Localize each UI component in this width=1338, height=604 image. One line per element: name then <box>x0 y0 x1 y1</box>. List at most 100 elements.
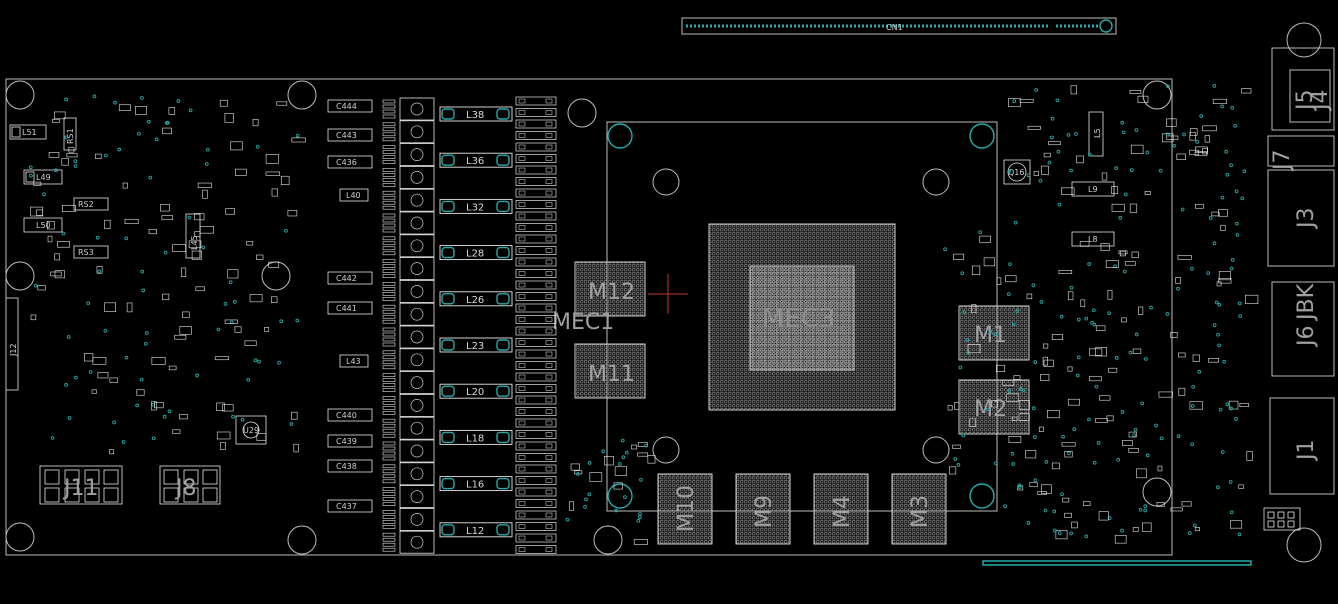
smd-part <box>1043 359 1054 368</box>
vrm-capacitor-c440: C440 <box>327 408 373 422</box>
vrm-resistor <box>515 119 557 129</box>
via <box>1176 286 1180 291</box>
smd-part <box>96 266 103 274</box>
smd-part <box>1026 293 1033 300</box>
smd-part <box>280 175 290 185</box>
smd-part <box>979 235 991 243</box>
smd-part <box>92 357 107 365</box>
via <box>257 359 261 364</box>
smd-part <box>1037 491 1047 495</box>
smd-part <box>1038 426 1044 432</box>
via <box>73 159 78 163</box>
via <box>295 318 300 323</box>
via <box>284 228 288 233</box>
smd-part <box>95 153 102 159</box>
via <box>988 329 993 334</box>
via <box>1021 388 1026 393</box>
via <box>1134 332 1139 337</box>
smd-part <box>97 372 109 379</box>
smd-part <box>1218 277 1232 284</box>
vrm-resistor <box>515 257 557 267</box>
via <box>1096 441 1101 445</box>
via <box>1237 301 1242 306</box>
vrm-resistor-column <box>515 96 557 554</box>
via <box>621 455 626 460</box>
via <box>1225 402 1230 407</box>
smd-part <box>1129 203 1138 213</box>
gpu-label: MEC3 <box>762 304 836 334</box>
smd-part <box>1176 153 1186 160</box>
smd-part <box>1008 98 1021 108</box>
smd-part <box>971 265 981 275</box>
smd-part <box>1042 356 1049 366</box>
smd-part <box>84 353 94 362</box>
smd-part <box>57 241 70 248</box>
vrm-inductor-label: L26 <box>466 295 484 306</box>
via <box>962 310 967 315</box>
io-connector-j3-label: J3 <box>1294 208 1319 231</box>
power-connector-j8-label: J8 <box>174 476 197 501</box>
via <box>137 131 141 136</box>
memory-chip-m12: M12 <box>574 261 646 317</box>
vrm-mosfet <box>382 416 435 440</box>
via <box>1212 84 1217 88</box>
vrm-inductor-l38: L38 <box>439 106 513 122</box>
smd-part <box>52 118 60 123</box>
via <box>228 280 233 285</box>
vrm-capacitor-label: C440 <box>336 411 357 420</box>
smd-part <box>216 431 231 440</box>
memory-chip-m12-label: M12 <box>588 280 635 305</box>
vrm-resistor <box>515 108 557 117</box>
via <box>1190 442 1194 447</box>
via <box>1118 216 1123 220</box>
smd-part <box>50 271 62 277</box>
smd-part <box>1241 88 1252 94</box>
via <box>64 97 68 102</box>
smd-part <box>1137 95 1149 103</box>
via <box>1217 302 1222 307</box>
smd-part <box>1195 203 1204 209</box>
smd-part <box>996 277 1002 285</box>
gpu-frame-standoffs <box>652 168 950 464</box>
via <box>1008 262 1012 267</box>
smd-part <box>1158 391 1173 398</box>
smd-part <box>637 452 649 457</box>
vrm-mosfet <box>382 507 435 531</box>
vrm-capacitor-c439: C439 <box>327 434 373 448</box>
via <box>1120 120 1125 125</box>
power-connector-j8: J8 <box>159 465 221 505</box>
smd-part <box>1062 497 1070 503</box>
via <box>1180 207 1185 212</box>
io-connector-j6-label: J6 <box>1294 326 1319 349</box>
via <box>1230 257 1235 262</box>
vrm-resistor <box>515 395 557 405</box>
via <box>1050 135 1054 140</box>
via <box>1113 264 1117 269</box>
smd-part <box>220 442 226 450</box>
vrm-inductor-l36: L36 <box>439 152 513 168</box>
vrm-inductor-label: L32 <box>466 202 484 213</box>
vrm-capacitor-c437: C437 <box>327 499 373 513</box>
vrm-mosfet <box>382 188 435 212</box>
via <box>1011 322 1016 327</box>
via <box>1050 116 1055 121</box>
memory-chip-m1-label: M1 <box>974 323 1007 348</box>
smd-part <box>1166 118 1177 127</box>
memory-chip-m11-label: M11 <box>588 362 635 387</box>
smd-part <box>1095 347 1107 357</box>
vrm-capacitor-label: C444 <box>336 102 357 111</box>
smd-part <box>168 365 177 371</box>
smd-part <box>219 99 228 107</box>
smd-part <box>162 293 170 301</box>
smd-part <box>271 296 278 303</box>
smd-part <box>1142 522 1152 532</box>
smd-part <box>1106 415 1114 422</box>
vrm-inductor-label: L12 <box>466 526 484 537</box>
vrm-resistor <box>515 200 557 209</box>
smd-part <box>136 389 145 396</box>
smd-part <box>265 171 281 176</box>
smd-part <box>291 411 298 420</box>
via <box>1043 508 1048 513</box>
smd-part <box>1212 98 1227 104</box>
